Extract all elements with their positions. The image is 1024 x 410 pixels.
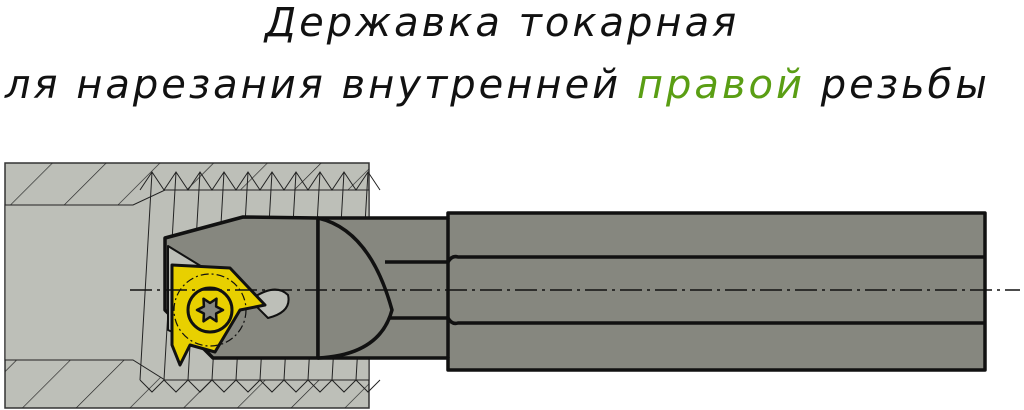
tool-holder: [163, 211, 987, 372]
title-line-2: для нарезания внутренней правой резьбы: [0, 62, 994, 108]
title-line-2-start: для нарезания внутренней: [0, 62, 637, 108]
title-line-2-end: резьбы: [805, 62, 990, 108]
torx-screw-icon: [195, 297, 225, 323]
title-line-1: Державка токарная: [264, 0, 740, 46]
title-highlight-word: правой: [636, 62, 805, 108]
